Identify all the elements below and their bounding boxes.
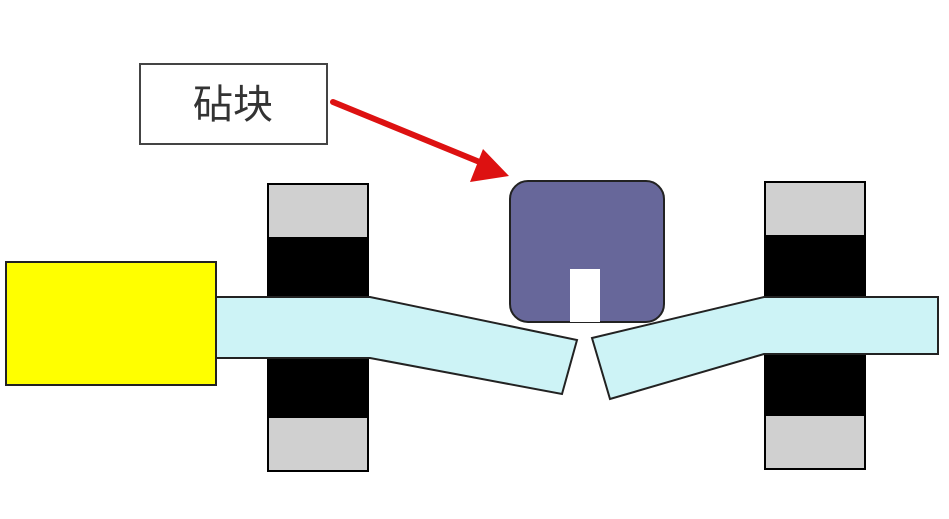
clamp-block <box>5 261 217 386</box>
left-support-bottom-pad <box>269 418 367 470</box>
right-support-bottom-pad <box>766 416 864 468</box>
anvil-notch <box>570 269 600 322</box>
arrow-shaft <box>330 99 485 166</box>
left-support-top-pad <box>269 185 367 237</box>
callout-label: 砧块 <box>193 82 273 128</box>
specimen-right-half <box>590 296 939 401</box>
callout: 砧块 <box>139 63 328 145</box>
right-support-top-pad <box>766 183 864 235</box>
callout-arrow <box>330 99 509 182</box>
callout-box <box>139 63 328 145</box>
anvil <box>509 180 665 323</box>
arrow-head <box>470 149 509 182</box>
right-support <box>764 181 866 470</box>
